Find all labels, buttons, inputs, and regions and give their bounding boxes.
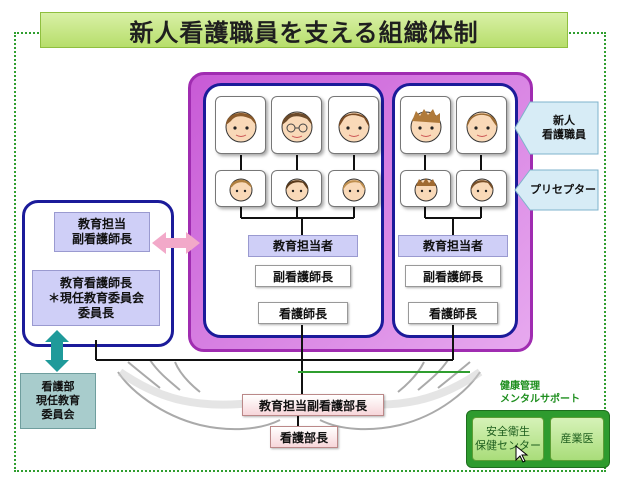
new-nurse-tag-shape [514, 101, 599, 155]
nursing-director: 看護部長 [270, 426, 338, 448]
health-support-note: 健康管理 メンタルサポート [500, 381, 580, 405]
female-glasses-nurse-icon [281, 111, 312, 143]
new-nurse-face-3 [328, 96, 379, 154]
industrial-physician: 産業医 [550, 417, 604, 461]
preceptor-tag-shape [514, 169, 599, 211]
preceptor-face-4 [400, 170, 451, 207]
education-vice-director: 教育担当副看護部長 [242, 394, 384, 416]
supporting-hands-icon [117, 359, 483, 431]
page-title: 新人看護職員を支える組織体制 [40, 12, 568, 48]
new-nurse-face-4 [400, 96, 451, 154]
male-nurse-icon [410, 109, 441, 143]
preceptor-face-2 [271, 170, 322, 207]
female-nurse-icon [466, 111, 497, 143]
new-nurse-tag: 新人 看護職員 [542, 114, 586, 141]
new-nurse-face-1 [215, 96, 266, 154]
head-nurse-a: 看護師長 [258, 302, 348, 324]
education-staff-b: 教育担当者 [398, 235, 508, 257]
small-face-icon [342, 178, 365, 201]
new-nurse-face-2 [271, 96, 322, 154]
small-face-icon [470, 178, 493, 201]
head-nurse-b: 看護師長 [408, 302, 498, 324]
female-nurse-icon [338, 111, 369, 143]
small-face-icon [414, 177, 437, 201]
nursing-education-committee: 看護部 現任教育 委員会 [20, 373, 96, 429]
preceptor-tag: プリセプター [530, 183, 596, 196]
education-vice-head-nurse: 教育担当 副看護師長 [54, 212, 150, 252]
education-staff-a: 教育担当者 [248, 235, 358, 257]
preceptor-face-1 [215, 170, 266, 207]
new-nurse-face-5 [456, 96, 507, 154]
preceptor-face-5 [456, 170, 507, 207]
small-face-icon [285, 178, 308, 201]
vice-head-nurse-b: 副看護師長 [405, 265, 501, 287]
safety-health-center: 安全衛生 保健センター [472, 417, 544, 461]
vice-head-nurse-a: 副看護師長 [255, 265, 351, 287]
pink-double-arrow-icon [152, 232, 200, 254]
education-head-nurse: 教育看護師長 ＊現任教育委員会 委員長 [32, 270, 160, 326]
small-face-icon [229, 178, 252, 201]
preceptor-face-3 [328, 170, 379, 207]
teal-double-arrow-icon [45, 330, 69, 372]
female-nurse-icon [225, 111, 256, 143]
